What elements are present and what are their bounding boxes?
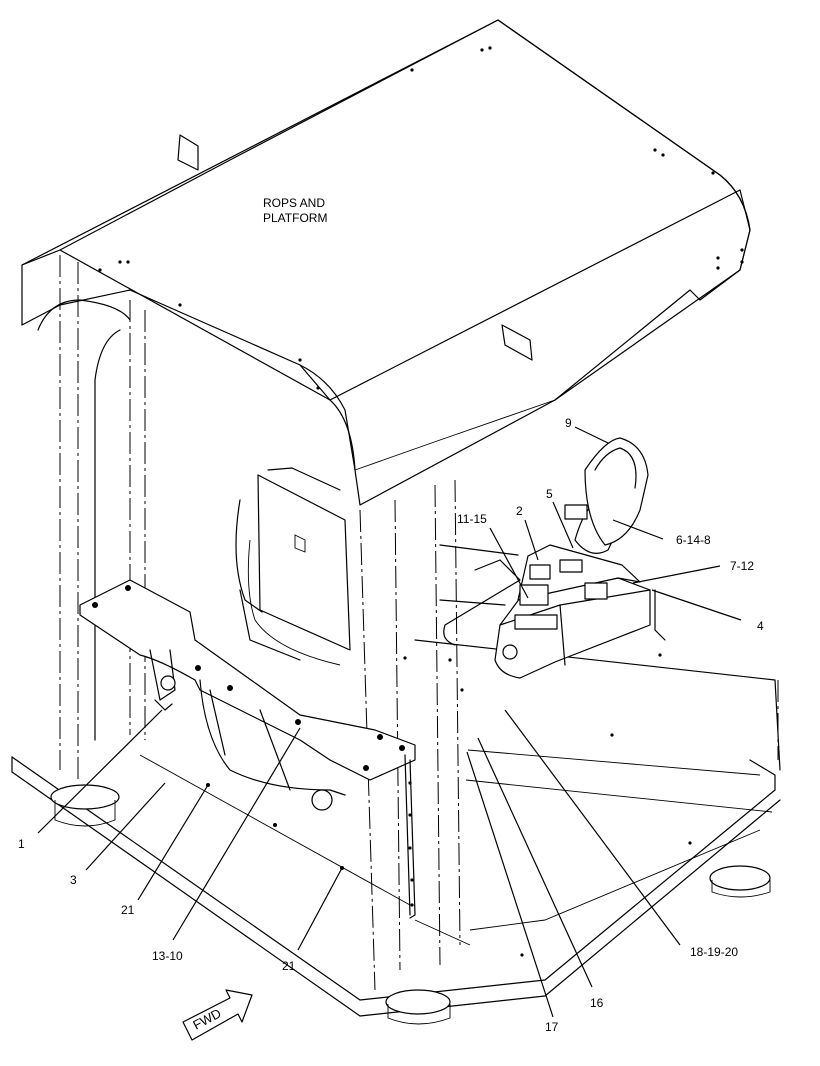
right-console: [439, 437, 666, 679]
fwd-arrow: FWD: [182, 989, 253, 1041]
callout-2: 2: [516, 504, 523, 518]
callout-6-14-8: 6-14-8: [676, 533, 711, 547]
callout-21-left: 21: [121, 903, 135, 917]
title-line-2: PLATFORM: [263, 211, 327, 225]
callout-1: 1: [18, 837, 25, 851]
operator-seat: [235, 467, 521, 661]
left-console-bracket: [79, 539, 416, 919]
callout-13-10: 13-10: [152, 949, 183, 963]
leader-lines: [37, 426, 742, 1018]
callout-17: 17: [545, 1020, 559, 1034]
rops-canopy: [21, 19, 751, 506]
callout-18-19-20: 18-19-20: [690, 945, 738, 959]
callout-7-12: 7-12: [730, 559, 754, 573]
rops-posts: [37, 255, 779, 991]
title-line-1: ROPS AND: [263, 196, 325, 210]
callout-16: 16: [590, 996, 604, 1010]
assembly-title: ROPS AND PLATFORM: [263, 196, 327, 225]
callout-3: 3: [70, 873, 77, 887]
callouts: 1 3 21 13-10 21 17 16 18-19-20 4 7-12 6-…: [18, 416, 764, 1034]
platform-floor: [11, 639, 781, 1025]
callout-11-15: 11-15: [457, 512, 487, 526]
callout-5: 5: [546, 487, 553, 501]
callout-9: 9: [565, 416, 572, 430]
callout-21-right: 21: [282, 959, 296, 973]
callout-4: 4: [757, 619, 764, 633]
